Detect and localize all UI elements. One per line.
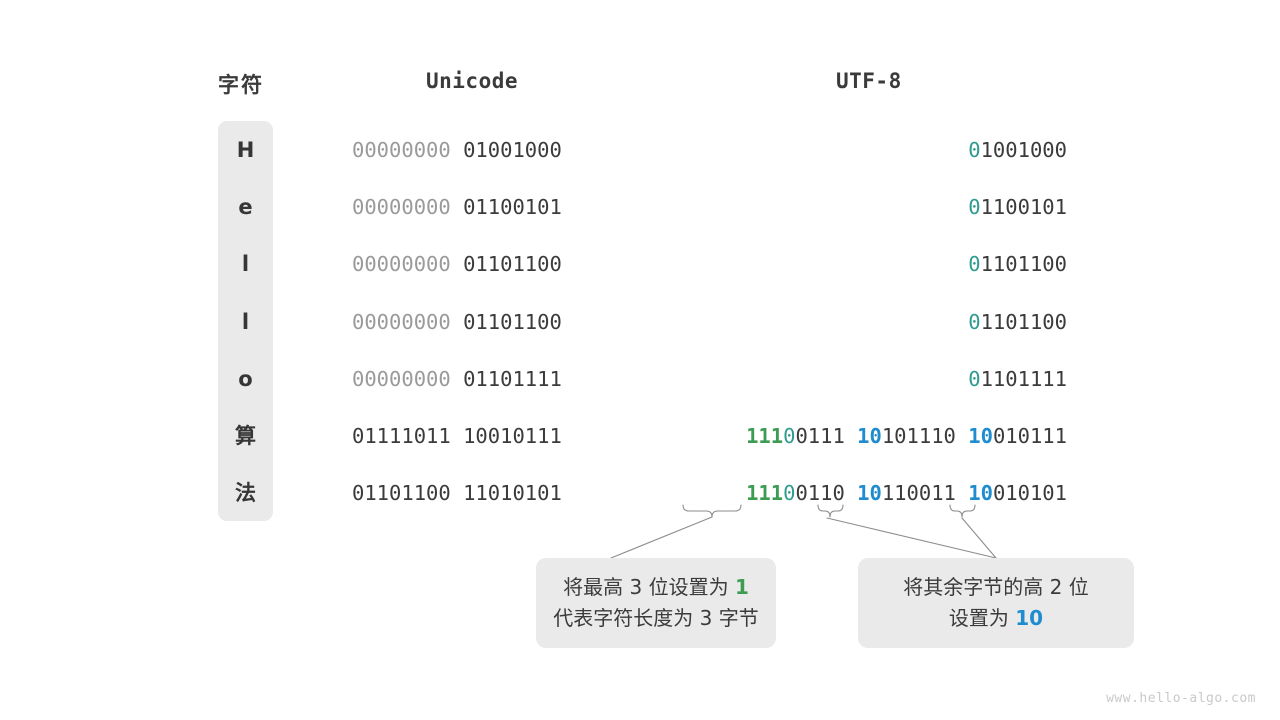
utf8-byte-rest: 1100101 — [980, 195, 1067, 220]
utf8-cell: 01101100 — [968, 250, 1067, 278]
column-header-utf8: UTF-8 — [836, 69, 902, 93]
utf8-byte: 01101100 — [968, 310, 1067, 334]
character-cell: H — [236, 138, 255, 162]
leader-line-callout-1 — [610, 516, 713, 559]
callout-1-line-2-before: 代表字符长度为 3 字节 — [553, 606, 759, 630]
utf8-cell: 01001000 — [968, 136, 1067, 164]
utf8-byte: 10110011 — [857, 481, 956, 505]
utf8-byte-rest: 010101 — [992, 481, 1067, 506]
utf8-byte-prefix: 0 — [968, 195, 981, 220]
utf8-cell: 01100101 — [968, 193, 1067, 221]
utf8-byte-prefix: 0 — [968, 309, 981, 334]
utf8-cell: 11100111 10101110 10010111 — [746, 422, 1067, 450]
utf8-byte-prefix: 10 — [857, 481, 882, 506]
unicode-high-byte: 00000000 — [352, 195, 451, 220]
unicode-high-byte: 01101100 — [352, 481, 451, 506]
callout-1-line-1-key: 1 — [734, 575, 749, 599]
utf8-byte: 01101100 — [968, 252, 1067, 276]
character-cell: o — [238, 366, 253, 391]
utf8-byte: 11100110 — [746, 481, 845, 505]
utf8-byte-rest: 1101100 — [980, 309, 1067, 334]
unicode-cell: 01101100 11010101 — [352, 479, 612, 507]
unicode-cell: 00000000 01100101 — [352, 193, 612, 221]
callout-continuation-bits: 将其余字节的高 2 位 设置为 10 — [858, 558, 1134, 648]
unicode-high-byte: 00000000 — [352, 366, 451, 391]
unicode-low-byte: 01101100 — [450, 309, 562, 334]
character-cell: e — [238, 195, 253, 220]
utf8-byte-rest: 010111 — [992, 424, 1067, 448]
utf8-byte: 01001000 — [968, 138, 1067, 162]
callout-1-line-2: 代表字符长度为 3 字节 — [553, 603, 758, 634]
utf8-byte-rest: 1101100 — [980, 252, 1067, 277]
utf8-byte-mid: 0 — [783, 481, 796, 506]
utf8-byte-prefix: 111 — [746, 424, 784, 448]
character-cell: 法 — [235, 481, 256, 506]
utf8-byte-mid: 0 — [783, 424, 796, 448]
unicode-low-byte: 01100101 — [450, 195, 562, 220]
utf8-byte-prefix: 0 — [968, 138, 981, 162]
watermark: www.hello-algo.com — [1106, 691, 1256, 706]
unicode-cell: 01111011 10010111 — [352, 422, 612, 450]
utf8-cell: 01101100 — [968, 308, 1067, 336]
unicode-cell: 00000000 01101111 — [352, 365, 612, 393]
utf8-byte-rest: 1101111 — [980, 366, 1067, 391]
utf8-byte-rest: 0110 — [795, 481, 845, 506]
leader-line-callout-2b — [961, 517, 997, 559]
unicode-high-byte: 01111011 — [352, 424, 451, 448]
utf8-cell: 11100110 10110011 10010101 — [746, 479, 1067, 507]
utf8-byte-prefix: 10 — [968, 424, 993, 448]
utf8-byte: 01100101 — [968, 195, 1067, 219]
utf8-byte: 10010101 — [968, 481, 1067, 505]
callout-1-line-1: 将最高 3 位设置为 1 — [563, 572, 749, 603]
utf8-byte: 11100111 — [746, 424, 845, 448]
unicode-low-byte: 10010111 — [450, 424, 562, 448]
callout-leading-bits: 将最高 3 位设置为 1 代表字符长度为 3 字节 — [536, 558, 776, 648]
unicode-cell: 00000000 01101100 — [352, 308, 612, 336]
character-cell: l — [241, 252, 250, 277]
utf8-byte-rest: 0111 — [795, 424, 845, 448]
unicode-low-byte: 01001000 — [450, 138, 562, 162]
unicode-low-byte: 11010101 — [450, 481, 562, 506]
leader-line-callout-2a — [826, 517, 997, 559]
unicode-low-byte: 01101100 — [450, 252, 562, 277]
utf8-byte-rest: 110011 — [881, 481, 956, 506]
utf8-cell: 01101111 — [968, 365, 1067, 393]
unicode-high-byte: 00000000 — [352, 309, 451, 334]
callout-2-line-2-key: 10 — [1015, 606, 1044, 630]
unicode-high-byte: 00000000 — [352, 252, 451, 277]
unicode-low-byte: 01101111 — [450, 366, 562, 391]
callout-2-line-1-before: 将其余字节的高 2 位 — [903, 575, 1089, 599]
utf8-byte: 10101110 — [857, 424, 956, 448]
utf8-byte-prefix: 10 — [857, 424, 882, 448]
utf8-byte-prefix: 0 — [968, 252, 981, 277]
unicode-cell: 00000000 01101100 — [352, 250, 612, 278]
callout-2-line-2-before: 设置为 — [948, 606, 1016, 630]
utf8-byte: 01101111 — [968, 367, 1067, 391]
utf8-byte: 10010111 — [968, 424, 1067, 448]
character-column-panel — [218, 121, 273, 521]
utf8-byte-rest: 101110 — [881, 424, 956, 448]
utf8-byte-prefix: 111 — [746, 481, 784, 506]
column-header-unicode: Unicode — [426, 69, 519, 93]
callout-2-line-2: 设置为 10 — [949, 603, 1043, 634]
callout-1-line-1-before: 将最高 3 位设置为 — [563, 575, 735, 599]
unicode-high-byte: 00000000 — [352, 138, 451, 162]
utf8-byte-prefix: 10 — [968, 481, 993, 506]
brace-first-byte — [682, 504, 742, 518]
utf8-byte-prefix: 0 — [968, 366, 981, 391]
character-cell: l — [241, 309, 250, 334]
unicode-cell: 00000000 01001000 — [352, 136, 612, 164]
callout-2-line-1: 将其余字节的高 2 位 — [903, 572, 1088, 603]
utf8-byte-rest: 1001000 — [980, 138, 1067, 162]
character-cell: 算 — [235, 424, 256, 448]
column-header-character: 字符 — [218, 73, 264, 97]
